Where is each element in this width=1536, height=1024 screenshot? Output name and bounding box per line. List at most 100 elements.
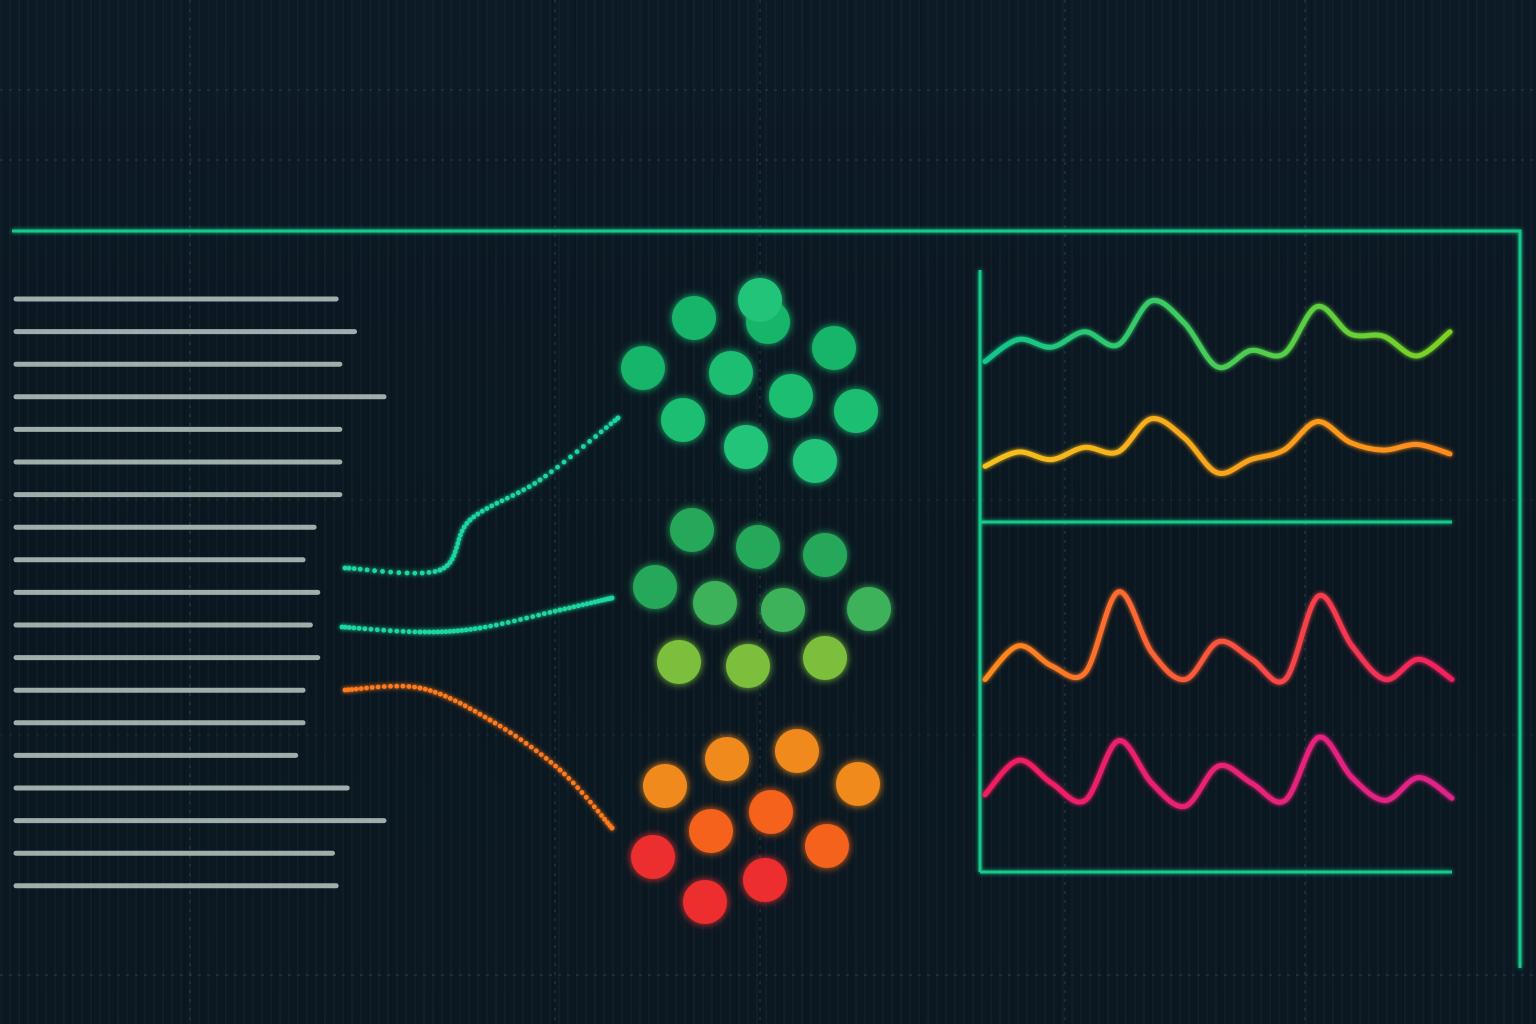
connector-dot bbox=[615, 415, 621, 421]
connector-dot bbox=[484, 506, 490, 511]
connector-dot bbox=[482, 714, 488, 720]
cluster-node bbox=[670, 508, 714, 552]
connector-dot bbox=[439, 629, 445, 635]
wave-charts bbox=[982, 297, 1455, 810]
connector-dot bbox=[346, 565, 352, 571]
connector-dot bbox=[342, 624, 348, 630]
connector-dot bbox=[455, 628, 461, 634]
connector-dot bbox=[400, 629, 406, 634]
connector-dot bbox=[487, 717, 493, 723]
connector-dot bbox=[608, 421, 614, 427]
connector-dot bbox=[462, 703, 468, 709]
connector-dot bbox=[488, 623, 493, 629]
connector-dot bbox=[464, 521, 470, 526]
connector-dot bbox=[417, 685, 423, 691]
connector-dot bbox=[571, 604, 577, 610]
connector-dot bbox=[349, 687, 355, 692]
cluster-node bbox=[743, 858, 787, 902]
connector-dot bbox=[452, 549, 458, 555]
cluster-teal bbox=[621, 278, 878, 483]
connector-dot bbox=[459, 628, 465, 633]
connector-dot bbox=[548, 759, 554, 765]
connector-dot bbox=[432, 569, 438, 574]
connector-dot bbox=[441, 565, 447, 571]
connector-dot bbox=[443, 693, 448, 699]
connector-dot bbox=[381, 684, 387, 689]
connector-dot bbox=[521, 487, 527, 493]
connector-dot bbox=[362, 626, 368, 632]
connector-dot bbox=[452, 698, 458, 704]
connector-middle-teal bbox=[339, 595, 615, 635]
connector-dot bbox=[526, 484, 532, 490]
connector-dot bbox=[584, 601, 590, 607]
connector-dot bbox=[451, 628, 457, 634]
connector-dot bbox=[499, 621, 505, 627]
connector-dot bbox=[455, 541, 461, 546]
connector-dot bbox=[431, 629, 437, 635]
connector-dot bbox=[381, 627, 387, 633]
cluster-node bbox=[621, 346, 665, 390]
connector-dot bbox=[595, 808, 601, 814]
connector-dot bbox=[538, 752, 544, 757]
connector-dot bbox=[508, 730, 513, 736]
connector-group bbox=[339, 415, 621, 831]
cluster-node bbox=[761, 588, 805, 632]
connector-dot bbox=[475, 511, 481, 517]
connector-dot bbox=[351, 625, 357, 631]
connector-lower-orange bbox=[342, 683, 615, 831]
connector-dot bbox=[499, 498, 505, 504]
connector-dot bbox=[609, 825, 615, 831]
connector-dot bbox=[537, 477, 543, 483]
text-line-list bbox=[13, 296, 387, 889]
connector-dot bbox=[557, 767, 563, 773]
connector-dot bbox=[588, 600, 594, 606]
connector-dot bbox=[364, 685, 369, 691]
connector-dot bbox=[417, 629, 423, 635]
cluster-node bbox=[683, 880, 727, 924]
wave-chart-upper bbox=[982, 297, 1453, 476]
cluster-node bbox=[793, 439, 837, 483]
cluster-node bbox=[836, 762, 880, 806]
connector-dot bbox=[472, 626, 478, 632]
connector-dot bbox=[562, 606, 568, 612]
connector-dot bbox=[394, 683, 400, 689]
connector-dot bbox=[612, 418, 618, 423]
connector-dot bbox=[566, 776, 572, 781]
connector-dot bbox=[412, 629, 418, 635]
cluster-node bbox=[631, 835, 675, 879]
connector-dot bbox=[574, 449, 580, 455]
connector-dot bbox=[518, 737, 524, 743]
connector-dot bbox=[357, 566, 363, 572]
cluster-node bbox=[738, 278, 782, 322]
connector-dot bbox=[368, 626, 374, 632]
connector-dot bbox=[426, 570, 432, 575]
connector-dot bbox=[510, 493, 516, 498]
connector-dot bbox=[449, 556, 455, 562]
cluster-node bbox=[689, 809, 733, 853]
connector-dot bbox=[396, 570, 402, 576]
connector-dot bbox=[541, 611, 547, 617]
connector-dot bbox=[523, 741, 529, 746]
connector-dot bbox=[369, 685, 375, 690]
connector-dot bbox=[477, 711, 483, 717]
connector-dot bbox=[356, 625, 362, 631]
connector-dot bbox=[358, 686, 364, 691]
connector-dot bbox=[447, 629, 453, 634]
connector-dot bbox=[447, 696, 453, 701]
connector-dot bbox=[532, 481, 538, 486]
connector-dot bbox=[599, 813, 604, 818]
connector-dot bbox=[479, 508, 485, 514]
connector-dot bbox=[536, 612, 541, 618]
cluster-node bbox=[705, 737, 749, 781]
connector-dot bbox=[438, 691, 443, 697]
connector-dot bbox=[592, 599, 598, 605]
connector-dot bbox=[406, 684, 412, 689]
connector-dot bbox=[575, 785, 581, 791]
connector-dot bbox=[497, 723, 503, 729]
connector-dot bbox=[549, 469, 554, 475]
connector-dot bbox=[412, 684, 417, 690]
connector-dot bbox=[457, 700, 463, 706]
connector-dot bbox=[552, 608, 558, 614]
connector-dot bbox=[562, 771, 567, 777]
